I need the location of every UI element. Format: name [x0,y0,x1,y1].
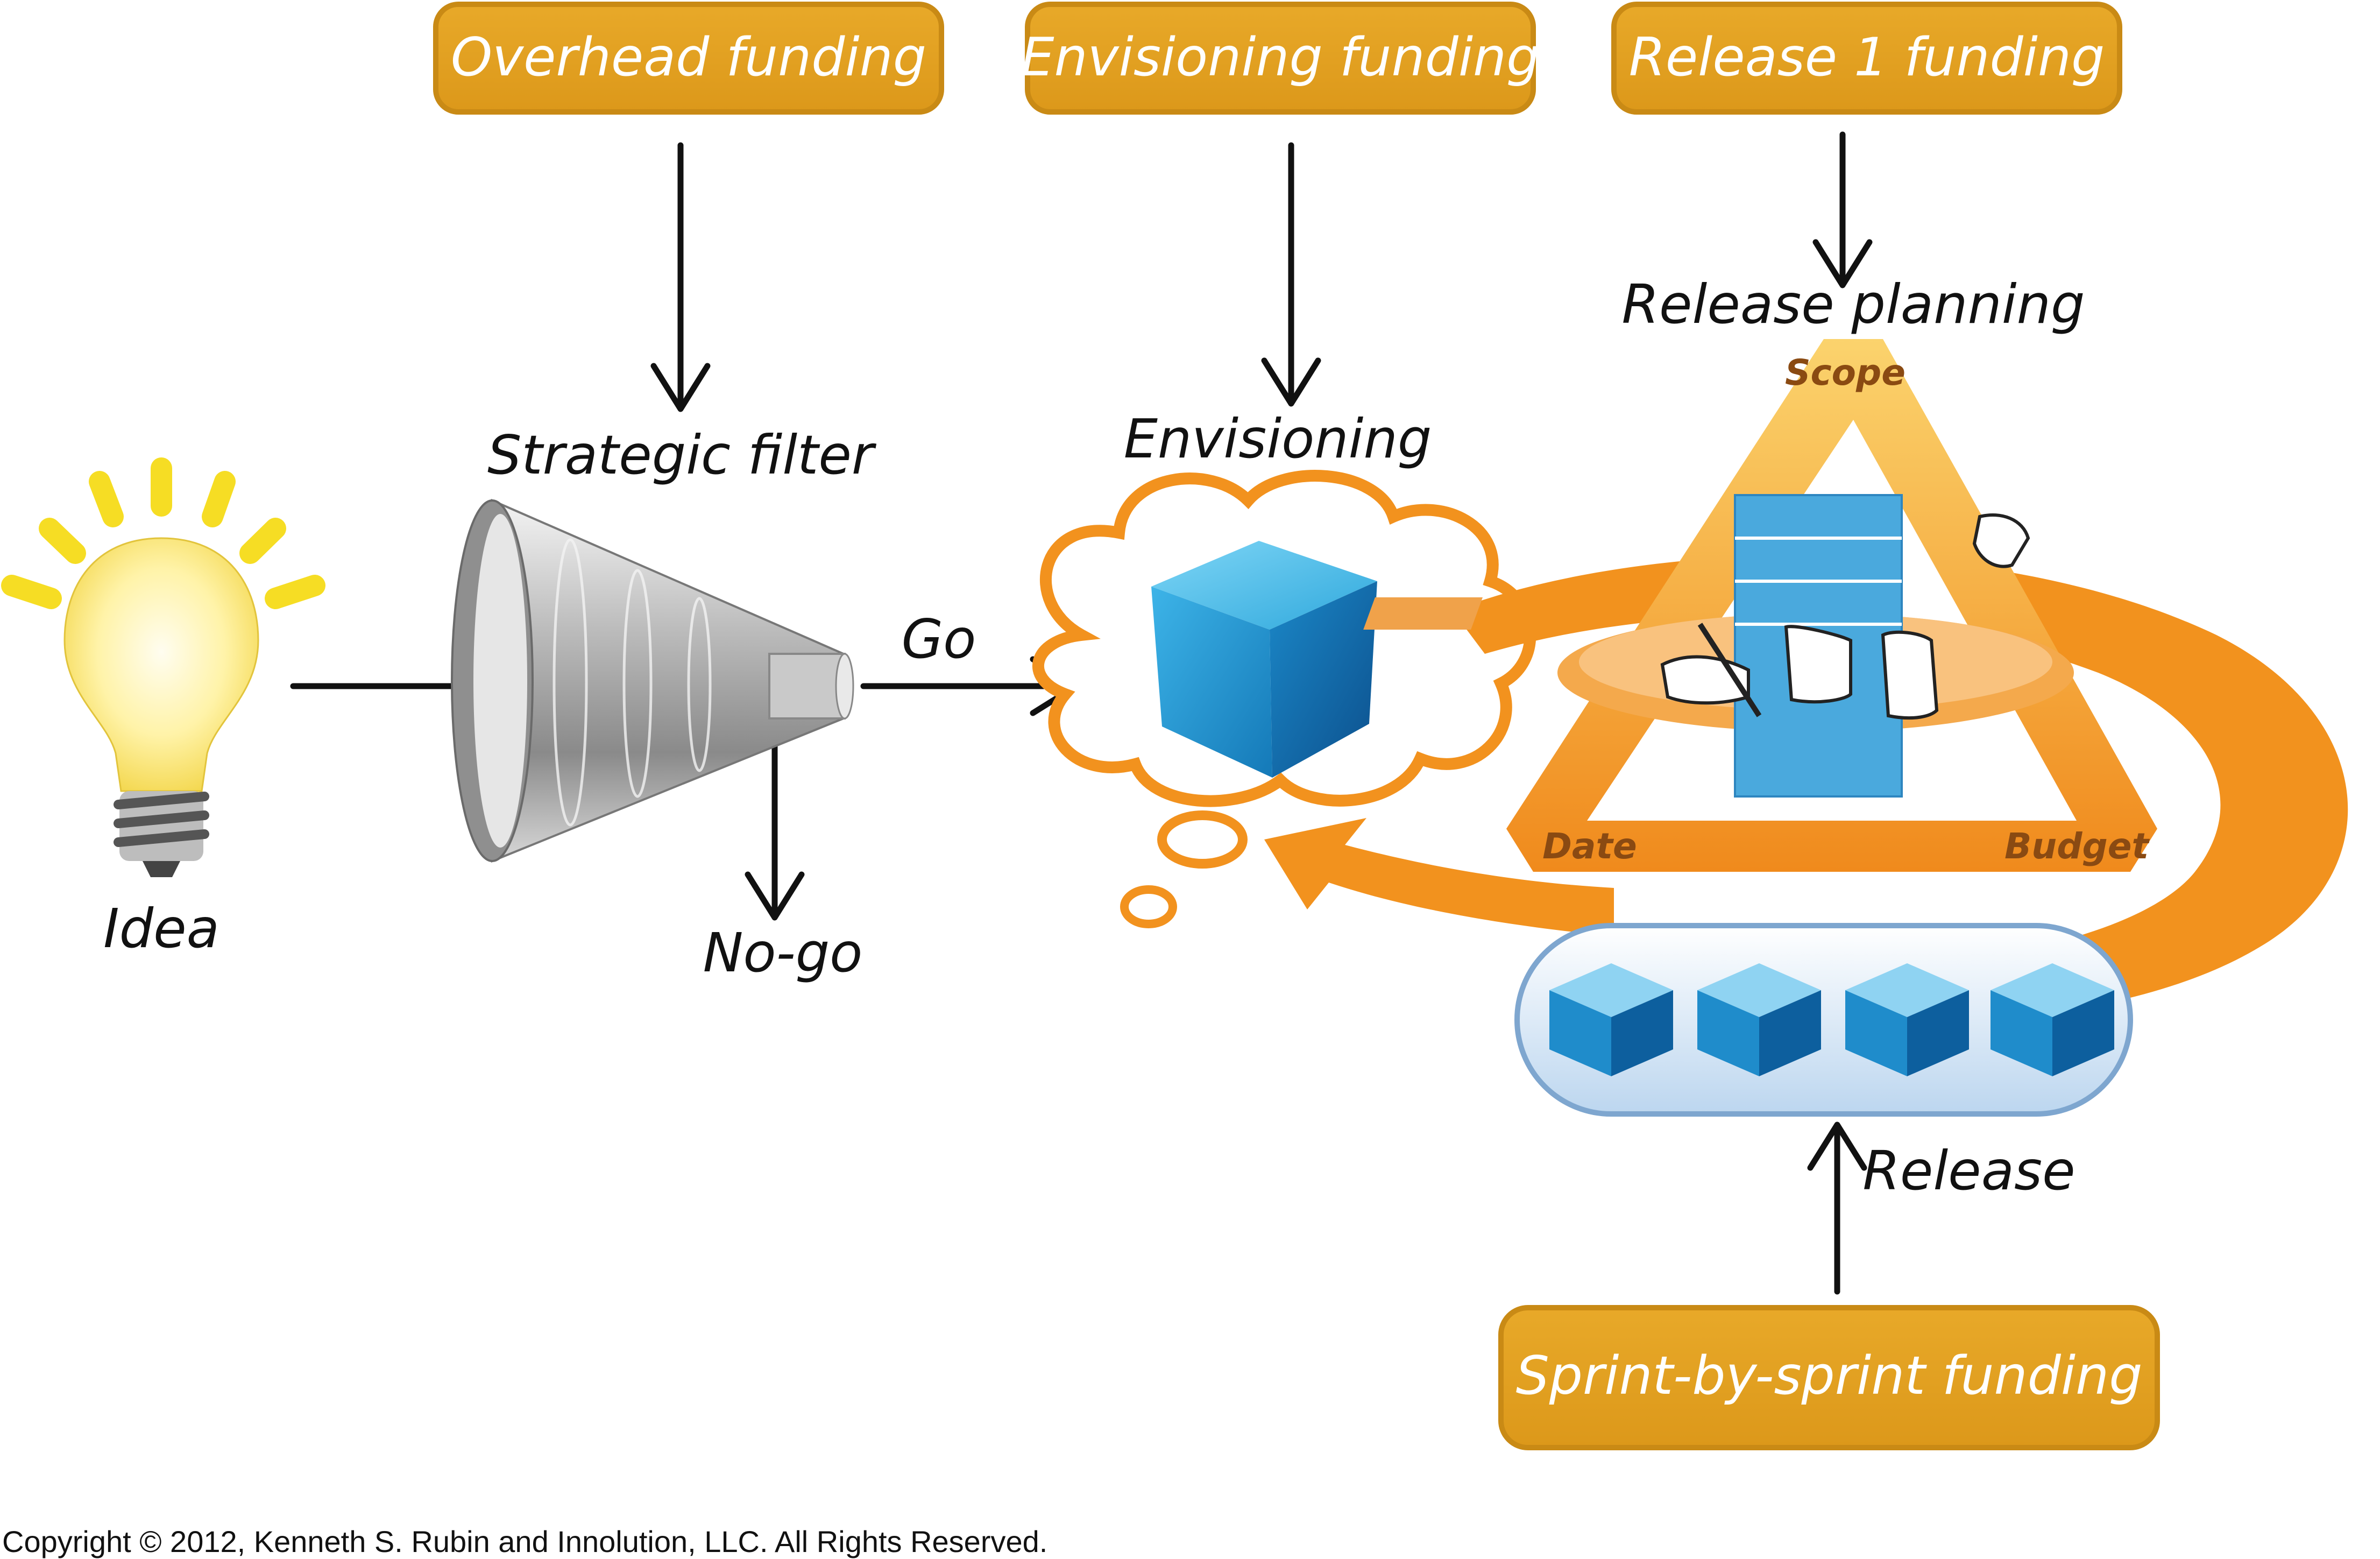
lightbulb-icon [1,457,325,877]
cube-icon [1151,541,1377,778]
envisioning-funding-label: Envisioning funding [1021,27,1540,88]
overhead-funding-box: Overhead funding [433,2,944,115]
strategic-filter-label: Strategic filter [487,424,877,486]
sprint-funding-label: Sprint-by-sprint funding [1516,1345,2143,1407]
sprint-up-arrow [1807,1121,1867,1295]
release-planning-label: Release planning [1622,273,2085,336]
funnel-icon [451,498,854,863]
sprint-increment-2-icon [1697,963,1821,1076]
overhead-funding-label: Overhead funding [451,27,926,88]
release-label: Release [1862,1139,2075,1202]
sprint-increment-4-icon [1991,963,2114,1076]
go-label: Go [902,608,976,671]
sprint-increment-1-icon [1549,963,1673,1076]
release1-funding-label: Release 1 funding [1629,27,2105,88]
sprints-capsule [1514,923,2133,1117]
sprint-increment-3-icon [1845,963,1969,1076]
no-go-label: No-go [703,921,863,984]
pen-icon [1697,623,1762,717]
no-go-arrow [745,734,805,921]
release-loop-arrow [1264,555,2348,1025]
envisioning-label: Envisioning [1124,407,1432,470]
budget-label: Budget [2004,826,2150,867]
idea-label: Idea [103,897,219,960]
sprint-funding-box: Sprint-by-sprint funding [1498,1305,2160,1450]
date-label: Date [1542,826,1637,867]
scope-label: Scope [1785,352,1906,393]
release1-funding-box: Release 1 funding [1611,2,2122,115]
overhead-down-arrow [650,142,711,412]
envisioning-funding-box: Envisioning funding [1021,2,1540,115]
release1-down-arrow [1812,131,1873,288]
copyright-notice: Copyright © 2012, Kenneth S. Rubin and I… [2,1525,1048,1558]
envisioning-down-arrow [1261,142,1321,407]
